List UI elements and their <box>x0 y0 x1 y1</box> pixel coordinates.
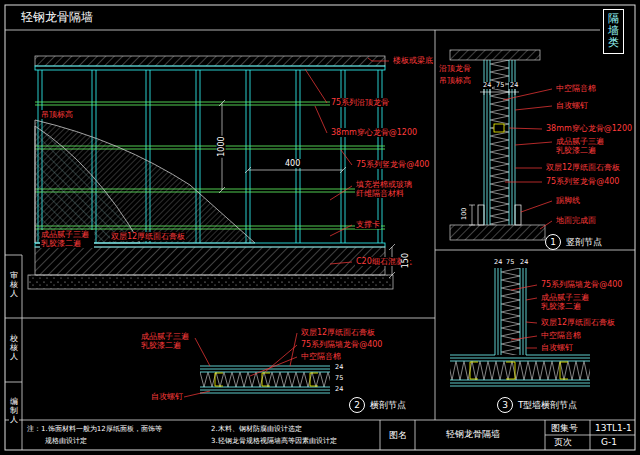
detail-number: 3 <box>498 398 512 412</box>
callout: 成品腻子三遍 乳胶漆二遍 <box>40 230 94 248</box>
sheet-title: 轻钢龙骨隔墙 <box>20 11 94 25</box>
detail-caption: 横剖节点 <box>370 399 406 412</box>
signature-field: 审核人 <box>9 272 19 298</box>
callout: 地面完成面 <box>555 216 597 225</box>
callout: 中空隔音棉 <box>555 84 597 93</box>
callout: 75系列竖龙骨@400 <box>355 160 430 169</box>
dimension: 24 <box>519 259 529 266</box>
callout: 75系列隔墙龙骨@400 <box>540 280 623 289</box>
callout: 中空隔音棉 <box>540 331 582 340</box>
callout: 填充岩棉或玻璃纤维隔音材料 <box>355 180 417 198</box>
detail-marker: 1竖剖节点 <box>545 234 561 250</box>
note: 2.木料、钢材防腐由设计选定 <box>210 425 303 433</box>
dimension: 100 <box>461 207 468 221</box>
signature-field: 编制人 <box>9 398 19 424</box>
title-block-cell: 轻钢龙骨隔墙 <box>445 429 501 439</box>
note: 3.轻钢龙骨规格视隔墙高等因素由设计定 <box>210 437 338 445</box>
dimension: 75 <box>334 375 344 382</box>
callout: 38mm穿心龙骨@1200 <box>330 128 418 137</box>
callout: 成品腻子三遍 乳胶漆二遍 <box>555 137 609 155</box>
title-block-cell: G-1 <box>600 437 618 447</box>
note: 规格由设计定 <box>44 437 88 445</box>
dimension: 24 <box>493 259 503 266</box>
callout: 吊顶标高 <box>40 110 74 119</box>
detail-caption: 竖剖节点 <box>566 236 602 249</box>
dimension: 24 <box>509 82 519 89</box>
callout: 75系列沿顶龙骨 <box>330 98 390 107</box>
title-block-cell: 13TL1-1 <box>594 423 633 433</box>
dimension: 1000 <box>217 135 226 157</box>
title-block-cell: 图名 <box>388 430 408 440</box>
detail-caption: T型墙横剖节点 <box>518 399 578 412</box>
callout: 双层12厚纸面石膏板 <box>545 163 621 172</box>
callout: 75系列隔墙龙骨@400 <box>300 340 383 349</box>
dimension: 150 <box>401 252 410 269</box>
callout: 成品腻子三遍 乳胶漆二遍 <box>540 293 594 311</box>
callout: 中空隔音棉 <box>300 352 342 361</box>
dimension: 24 <box>334 364 344 371</box>
callout: 吊顶标高 <box>438 76 472 85</box>
callout: 自攻螺钉 <box>555 101 589 110</box>
dimension: 75 <box>505 259 515 266</box>
dimension: 75 <box>495 82 505 89</box>
callout: 38mm穿心龙骨@1200 <box>545 124 633 133</box>
detail-marker: 3T型墙横剖节点 <box>497 397 513 413</box>
callout: 双层12厚纸面石膏板 <box>540 318 616 327</box>
callout: 双层12厚纸面石膏板 <box>110 232 186 241</box>
category-tab: 隔墙类 <box>603 9 624 54</box>
dimension: 24 <box>482 82 492 89</box>
callout: 自攻螺钉 <box>150 392 184 401</box>
callout: 自攻螺钉 <box>540 343 574 352</box>
callout: 沿顶龙骨 <box>438 64 472 73</box>
category-text: 隔墙类 <box>608 13 619 49</box>
detail-number: 1 <box>546 235 560 249</box>
callout: 踢脚线 <box>555 196 581 205</box>
callout: 75系列竖龙骨@400 <box>545 177 620 186</box>
detail-number: 2 <box>350 398 364 412</box>
note: 注：1.饰面材料一般为12厚纸面板，面饰等 <box>26 425 163 433</box>
dimension: 400 <box>284 159 301 168</box>
callout: 楼板或梁底 <box>392 56 434 65</box>
callout: 双层12厚纸面石膏板 <box>300 328 376 337</box>
dimension: 24 <box>334 386 344 393</box>
title-block-cell: 页次 <box>553 437 573 447</box>
callout: 支撑卡 <box>355 220 381 229</box>
signature-field: 校核人 <box>9 335 19 361</box>
title-block-cell: 图集号 <box>550 423 579 433</box>
callout: 成品腻子三遍 乳胶漆二遍 <box>140 332 194 350</box>
detail-marker: 2横剖节点 <box>349 397 365 413</box>
